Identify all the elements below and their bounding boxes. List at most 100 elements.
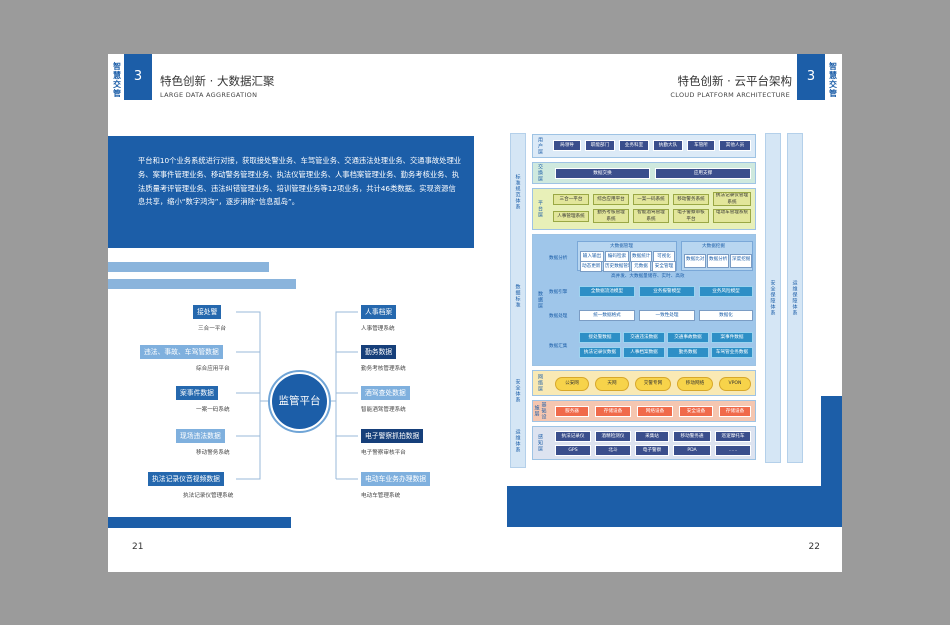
platform-chip: 三合一平台	[553, 194, 589, 205]
user-chip: 业务科室	[619, 140, 649, 151]
collect-chip: 交通违法数据	[623, 332, 665, 343]
layer-network-title: 网络层	[537, 374, 543, 392]
layer-users-title: 用户层	[537, 137, 543, 155]
page-number: 22	[808, 542, 820, 552]
node-dispatch: 接处警	[193, 305, 222, 319]
layer-sense-title: 感知层	[537, 434, 543, 452]
decor-block	[507, 486, 842, 527]
node-ebike-sub: 电动车管理系统	[361, 493, 401, 499]
section-number-badge: 3	[797, 54, 825, 100]
node-duty-sub: 勤务考核管理系统	[361, 366, 406, 372]
engine-chip: 业务报警模型	[639, 286, 695, 297]
collect-chip: 执法记录仪数据	[579, 347, 621, 358]
mgmt-chip: 元数据	[631, 261, 651, 272]
collect-chip: 人事档案数据	[623, 347, 665, 358]
user-chip: 车管所	[687, 140, 715, 151]
user-chip: 局领导	[553, 140, 581, 151]
node-violation-sub: 综合应用平台	[196, 366, 230, 372]
process-chip: 一致性处理	[639, 310, 695, 321]
platform-chip: 综合应用平台	[593, 194, 629, 205]
security-guarantee-bar: 安全保障体系	[765, 133, 781, 463]
user-chip: 其他人员	[719, 140, 751, 151]
layer-sensing: 感知层 执法记录仪 酒精检测仪 采集站 移动警务通 巡逻摩托车 GPS 北斗 电…	[532, 426, 756, 460]
mgmt-chip: 动态更新	[580, 261, 602, 272]
data-process-label: 数据处理	[549, 314, 568, 319]
node-recorder-data: 执法记录仪音视频数据	[148, 472, 224, 486]
collect-chip: 接处警数据	[579, 332, 621, 343]
mgmt-chip: 历史数据管理	[603, 261, 630, 272]
page-title: 特色创新 · 大数据汇聚	[160, 74, 275, 88]
layer-platform: 平台层 三合一平台 综合应用平台 一案一码系统 移动警务系统 执法记录仪管理系统…	[532, 188, 756, 230]
platform-chip: 智能酒驾管理系统	[633, 209, 669, 223]
node-onsite-sub: 移动警务系统	[196, 450, 230, 456]
data-engine-label: 数据引擎	[549, 290, 568, 295]
bar-ops: 运维体系	[514, 429, 521, 453]
network-chip: 移动网络	[677, 377, 713, 391]
layer-network: 网络层 公安网 天网 交警专网 移动网络 VPON	[532, 370, 756, 396]
user-chip: 执勤大队	[653, 140, 683, 151]
engine-chip: 业务风险模型	[699, 286, 753, 297]
collect-chip: 车驾管业务数据	[711, 347, 753, 358]
platform-chip: 移动警务系统	[673, 194, 709, 205]
architecture-diagram: 标准规范体系 数据标准 安全体系 运维体系 安全保障体系 运维保障体系 用户层 …	[502, 128, 815, 468]
node-case-sub: 一案一码系统	[196, 407, 230, 413]
mining-chip: 数据分析	[707, 254, 729, 268]
platform-chip: 勤务考核管理系统	[593, 209, 629, 223]
layer-platform-title: 平台层	[537, 200, 543, 218]
exchange-chip: 应用支撑	[655, 168, 751, 179]
sense-chip: 采集站	[635, 431, 669, 442]
infra-chip: 存储设备	[719, 406, 751, 417]
sense-chip: GPS	[555, 445, 591, 456]
hub-circle: 监管平台	[272, 374, 327, 429]
page-subtitle: LARGE DATA AGGREGATION	[160, 91, 258, 99]
group-bigdata-mining: 大数据挖掘 数据比对 数据分析 深度挖掘	[681, 241, 753, 271]
sense-chip: PDA	[673, 445, 711, 456]
decor-stripe	[108, 279, 296, 289]
bar-security: 安全体系	[514, 379, 521, 403]
group1-title: 大数据管理	[610, 244, 633, 249]
exchange-chip: 数据交换	[555, 168, 650, 179]
side-brand-label: 智慧交管	[829, 62, 837, 98]
page-subtitle: CLOUD PLATFORM ARCHITECTURE	[670, 91, 790, 99]
layer-exchange-title: 交换层	[537, 164, 543, 182]
infra-chip: 存储设备	[595, 406, 631, 417]
collect-chip: 勤务数据	[667, 347, 709, 358]
network-chip: VPON	[719, 377, 751, 391]
sense-chip: 电子警察	[635, 445, 669, 456]
collect-chip: 交通事故数据	[667, 332, 709, 343]
section-number-badge: 3	[124, 54, 152, 100]
sense-chip: 执法记录仪	[555, 431, 591, 442]
node-personnel-sub: 人事管理系统	[361, 326, 395, 332]
user-chip: 职能部门	[585, 140, 615, 151]
infra-chip: 服务器	[555, 406, 589, 417]
platform-chip: 人事管理系统	[553, 211, 589, 222]
data-analysis-label: 数据分析	[549, 256, 568, 261]
ops-guarantee-bar: 运维保障体系	[787, 133, 803, 463]
mindmap-connectors	[236, 311, 358, 480]
node-onsite-data: 现场违法数据	[176, 429, 225, 443]
node-personnel: 人事档案	[361, 305, 397, 319]
layer-exchange: 交换层 数据交换 应用支撑	[532, 162, 756, 184]
intro-text-block: 平台和10个业务系统进行对接，获取接处警业务、车驾管业务、交通违法处理业务、交通…	[108, 136, 474, 248]
node-recorder-sub: 执法记录仪管理系统	[183, 493, 234, 499]
platform-chip: 一案一码系统	[633, 194, 669, 205]
decor-block	[821, 396, 842, 527]
sense-chip: 北斗	[595, 445, 631, 456]
layer-users: 用户层 局领导 职能部门 业务科室 执勤大队 车管所 其他人员	[532, 134, 756, 158]
decor-stripe	[108, 517, 291, 528]
engine-chip: 全数据流池模型	[579, 286, 635, 297]
decor-stripe	[108, 262, 269, 272]
layer-data-title: 数据层	[537, 291, 543, 309]
sense-chip: 酒精检测仪	[595, 431, 631, 442]
left-page: 智慧交管 3 特色创新 · 大数据汇聚 LARGE DATA AGGREGATI…	[108, 54, 475, 572]
left-bars: 标准规范体系 数据标准 安全体系 运维体系	[510, 133, 526, 468]
node-duty: 勤务数据	[361, 345, 397, 359]
bar-standards: 标准规范体系	[514, 174, 521, 210]
node-epolice-sub: 电子警察审核平台	[361, 450, 406, 456]
bar-data-standards: 数据标准	[514, 284, 521, 308]
layer-infrastructure: 基础设施层 服务器 存储设备 网络设备 安全设备 存储设备	[532, 400, 756, 422]
layer-data: 数据层 数据分析 大数据管理 输入输出 编码检索 数据统计 可视化 动态更新 历…	[532, 234, 756, 366]
platform-chip: 执法记录仪管理系统	[713, 192, 751, 206]
side-brand-label: 智慧交管	[113, 62, 121, 98]
platform-chip: 电动车管理系统	[713, 209, 751, 223]
